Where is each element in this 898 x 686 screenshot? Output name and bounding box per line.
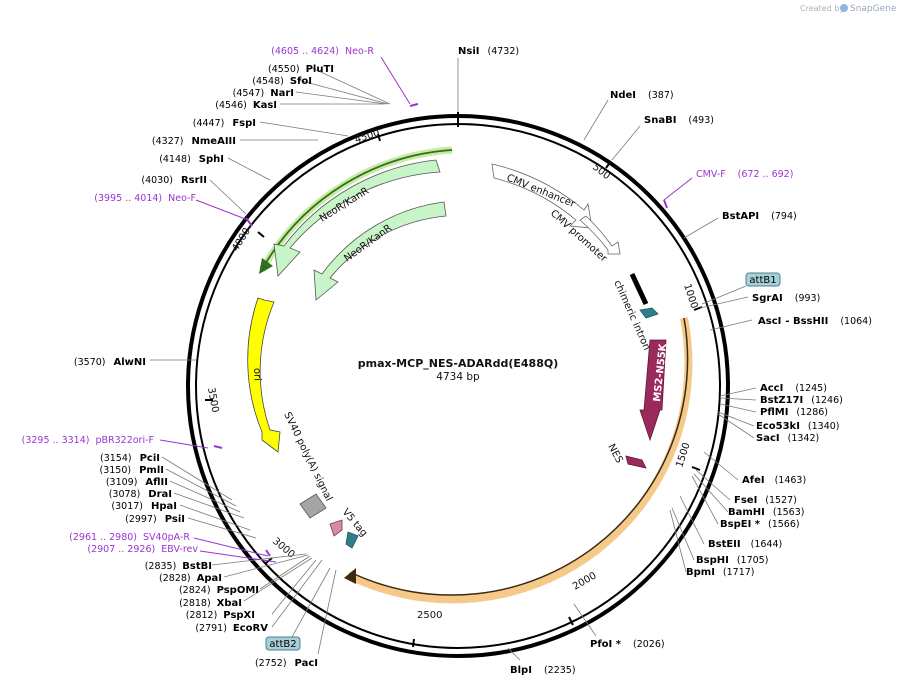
- site-bpmi: BpmI(1717): [686, 567, 755, 578]
- site-ecorv: (2791)EcoRV: [195, 623, 268, 634]
- site-saci: SacI(1342): [756, 433, 819, 444]
- backbone-inner-strand: [195, 123, 721, 649]
- site-blpi: BlpI(2235): [510, 665, 576, 676]
- ms2-n55k-arrow: [639, 339, 667, 442]
- attb1-leader: [701, 285, 747, 305]
- site-bamhi: BamHI(1563): [728, 507, 804, 518]
- site-kasi: (4546)KasI: [215, 100, 277, 111]
- site-bstapi: BstAPI(794): [722, 211, 797, 222]
- cmv-enhancer-label: CMV enhancer: [505, 173, 577, 211]
- site-nsii: NsiI(4732): [458, 46, 519, 57]
- site-pluti: (4550)PluTI: [268, 64, 334, 75]
- tick-label-1000: 1000: [681, 283, 699, 311]
- site-psii: (2997)PsiI: [125, 514, 185, 525]
- site-fsei: FseI(1527): [734, 495, 797, 506]
- tick-label-4000: 4000: [230, 226, 253, 253]
- site-labels-right: NsiI(4732) NdeI(387) SnaBI(493) BstAPI(7…: [458, 46, 872, 676]
- v5-adjacent-mark: [329, 519, 343, 537]
- site-rsrii: (4030)RsrII: [141, 175, 207, 186]
- attb2-box: [265, 636, 301, 651]
- snapgene-logo-icon: [840, 4, 848, 12]
- primer-leader-lines: [159, 56, 693, 563]
- plasmid-length: 4734 bp: [436, 371, 480, 383]
- tick-label-2000: 2000: [571, 570, 599, 592]
- primer-pbr322ori-f: (3295 .. 3314)pBR322ori-F: [22, 435, 154, 446]
- site-pmli: (3150)PmlI: [100, 465, 165, 476]
- tick-label-3500: 3500: [205, 387, 220, 414]
- site-leader-lines: [150, 58, 757, 661]
- ori-label: ori: [251, 368, 262, 381]
- site-sgrai: SgrAI(993): [752, 293, 820, 304]
- tick-500: [605, 160, 612, 169]
- attb2-leader: [291, 567, 331, 638]
- primer-neo-r: (4605 .. 4624)Neo-R: [271, 46, 374, 57]
- neor-kanr-arrow-outer: [273, 159, 441, 277]
- site-bstbi: (2835)BstBI: [145, 561, 212, 572]
- site-sphi: (4148)SphI: [159, 154, 224, 165]
- v5-tag-arrow: [345, 531, 359, 549]
- site-asci-bsshii: AscI- BssHII(1064): [758, 316, 872, 327]
- ori-arrow: [247, 297, 281, 453]
- credit-brand: SnapGene: [850, 4, 897, 14]
- primer-labels: (4605 .. 4624)Neo-R CMV-F(672 .. 692) (3…: [22, 46, 794, 555]
- site-acci: AccI(1245): [760, 383, 827, 394]
- site-nari: (4547)NarI: [233, 88, 294, 99]
- site-aflii: (3109)AflII: [106, 477, 168, 488]
- site-hpai: (3017)HpaI: [111, 501, 177, 512]
- site-paci: (2752)PacI: [255, 658, 318, 669]
- sv40-polya-box: [299, 493, 327, 519]
- tick-4500: [377, 133, 381, 142]
- site-bsphi: BspHI(1705): [696, 555, 768, 566]
- nes-arrow: [625, 455, 647, 469]
- tick-2500: [412, 638, 415, 648]
- site-ndei: NdeI(387): [610, 90, 674, 101]
- site-nmeaiii: (4327)NmeAIII: [152, 136, 236, 147]
- sv40-polya-label: SV40 poly(A) signal: [281, 410, 334, 503]
- site-fspi: (4447)FspI: [193, 118, 256, 129]
- site-bspei: BspEI *(1566): [720, 519, 800, 530]
- site-xbai: (2818)XbaI: [179, 598, 242, 609]
- tick-2000: [568, 616, 574, 626]
- credit-prefix: Created by: [800, 4, 844, 13]
- site-pspxi: (2812)PspXI: [186, 610, 255, 621]
- tick-label-2500: 2500: [417, 610, 442, 621]
- site-pfoi: PfoI *(2026): [590, 639, 665, 650]
- primer-ebv-rev: (2907 .. 2926)EBV-rev: [87, 544, 198, 555]
- orf-highlight-arc: [346, 317, 693, 604]
- primer-neo-f: (3995 .. 4014)Neo-F: [94, 193, 196, 204]
- tick-label-4500: 4500: [354, 128, 382, 146]
- attb2-label: attB2: [269, 639, 296, 650]
- orf-arc-line: [351, 317, 689, 596]
- neo-arc-line: [263, 149, 453, 267]
- site-labels-left: (2752)PacI (2791)EcoRV (2812)PspXI (2818…: [74, 64, 334, 669]
- neor-kanr-arrow-inner: [313, 201, 447, 301]
- site-sfoi: (4548)SfoI: [252, 76, 312, 87]
- primer-cmv-f: CMV-F(672 .. 692): [696, 169, 793, 180]
- attb1-feature-mark: [639, 307, 659, 319]
- site-pflmi: PflMI(1286): [760, 407, 828, 418]
- neo-arc-arrowhead: [259, 258, 273, 274]
- tick-4000: [257, 231, 265, 238]
- site-psppomi: (2824)PspOMI: [179, 585, 259, 596]
- site-snabi: SnaBI(493): [644, 115, 714, 126]
- site-pcii: (3154)PciI: [100, 453, 160, 464]
- site-alwni: (3570)AlwNI: [74, 357, 146, 368]
- site-drai: (3078)DraI: [109, 489, 172, 500]
- tick-marks: [205, 112, 703, 648]
- tick-1500: [691, 466, 701, 471]
- primer-sv40pa-r: (2961 .. 2980)SV40pA-R: [69, 532, 190, 543]
- site-apai: (2828)ApaI: [159, 573, 222, 584]
- cmv-promoter-arrow: [579, 215, 621, 255]
- attb1-box: [745, 272, 781, 287]
- orf-arc-arrowhead: [344, 568, 356, 584]
- site-bstz17i: BstZ17I(1246): [760, 395, 843, 406]
- site-eco53ki: Eco53kI(1340): [756, 421, 840, 432]
- attb1-label: attB1: [749, 275, 776, 286]
- site-afei: AfeI(1463): [742, 475, 806, 486]
- plasmid-name: pmax-MCP_NES-ADARdd(E488Q): [358, 357, 558, 370]
- site-bsteii: BstEII(1644): [708, 539, 782, 550]
- nes-label: NES: [605, 442, 624, 465]
- chimeric-intron-bar: [629, 272, 649, 306]
